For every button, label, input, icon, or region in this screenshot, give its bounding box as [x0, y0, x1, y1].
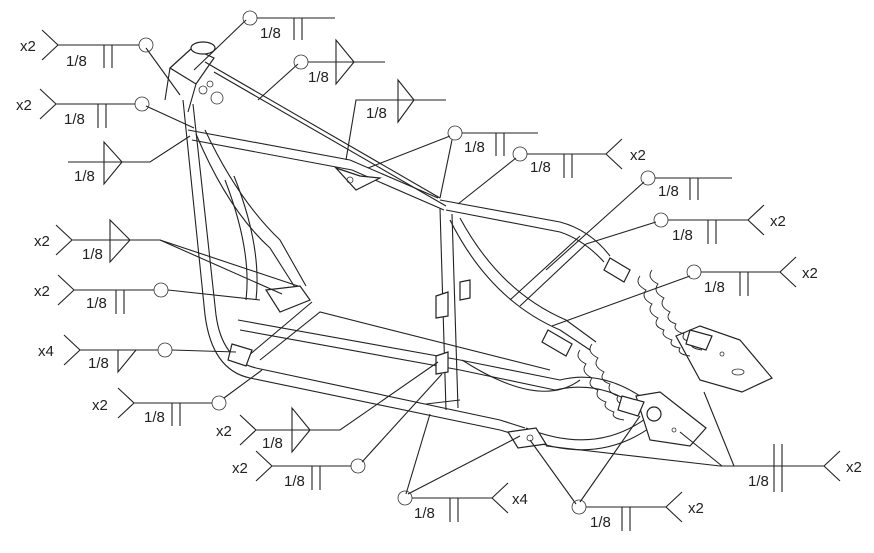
weld-qty: x2	[92, 397, 108, 414]
weld-callout: 1/8	[545, 170, 732, 271]
weld-qty: x2	[688, 500, 704, 517]
weld-size: 1/8	[704, 279, 725, 296]
weld-callout: 1/8 x2	[545, 391, 862, 492]
weld-callout: 1/8	[193, 10, 335, 71]
weld-callout: 1/8 x2	[92, 369, 263, 426]
weld-callout: 1/8 x2	[16, 88, 195, 129]
weld-qty: x2	[770, 213, 786, 230]
bottom-rails	[237, 301, 581, 437]
weld-callout: 1/8 x2	[20, 29, 181, 96]
weld-size: 1/8	[590, 514, 611, 531]
weld-size: 1/8	[66, 53, 87, 70]
weld-callout: 1/8 x2	[529, 415, 704, 531]
weld-qty: x4	[512, 491, 528, 508]
gussets	[227, 166, 471, 375]
weld-size: 1/8	[414, 505, 435, 522]
weld-size: 1/8	[262, 435, 283, 452]
weld-qty: x2	[20, 38, 36, 55]
weld-size: 1/8	[530, 159, 551, 176]
weld-qty: x2	[16, 97, 32, 114]
weld-size: 1/8	[82, 246, 103, 263]
steering-head	[164, 41, 224, 113]
shock-upper	[603, 257, 713, 357]
weld-qty: x4	[38, 343, 54, 360]
weld-callout: 1/8	[257, 38, 385, 101]
weld-size: 1/8	[86, 295, 107, 312]
weld-callout: 1/8	[367, 125, 538, 199]
weld-size: 1/8	[464, 139, 485, 156]
weld-callout: 1/8 x2	[34, 218, 299, 295]
weld-size: 1/8	[64, 111, 85, 128]
weld-callout: 1/8 x2	[216, 361, 439, 454]
weld-qty: x2	[232, 460, 248, 477]
weld-qty: x2	[802, 265, 818, 282]
shock-lower	[541, 329, 645, 421]
top-tubes	[187, 61, 447, 211]
weld-size: 1/8	[74, 168, 95, 185]
down-tubes	[182, 99, 307, 379]
weld-callout: 1/8 x4	[397, 413, 528, 522]
weld-size: 1/8	[748, 473, 769, 490]
lower-brackets	[507, 427, 547, 449]
weld-callout: 1/8	[345, 78, 446, 161]
weld-callout: 1/8 x4	[38, 334, 237, 374]
weld-callout: 1/8 x2	[232, 373, 443, 490]
weld-qty: x2	[630, 147, 646, 164]
weld-size: 1/8	[144, 409, 165, 426]
weld-qty: x2	[34, 233, 50, 250]
frame	[164, 41, 773, 451]
weld-size: 1/8	[672, 227, 693, 244]
weld-qty: x2	[216, 423, 232, 440]
weld-callout: 1/8	[68, 135, 191, 186]
weld-callout: 1/8 x2	[34, 274, 261, 314]
weld-size: 1/8	[308, 69, 329, 86]
weld-qty: x2	[846, 459, 862, 476]
weld-size: 1/8	[260, 25, 281, 42]
weld-size: 1/8	[88, 355, 109, 372]
weld-size: 1/8	[284, 473, 305, 490]
weld-callout: 1/8 x2	[585, 204, 786, 245]
weld-qty: x2	[34, 283, 50, 300]
weld-size: 1/8	[658, 183, 679, 200]
weld-callout: 1/8 x2	[551, 256, 818, 327]
weld-callout: 1/8 x2	[457, 138, 646, 205]
weld-size: 1/8	[366, 105, 387, 122]
